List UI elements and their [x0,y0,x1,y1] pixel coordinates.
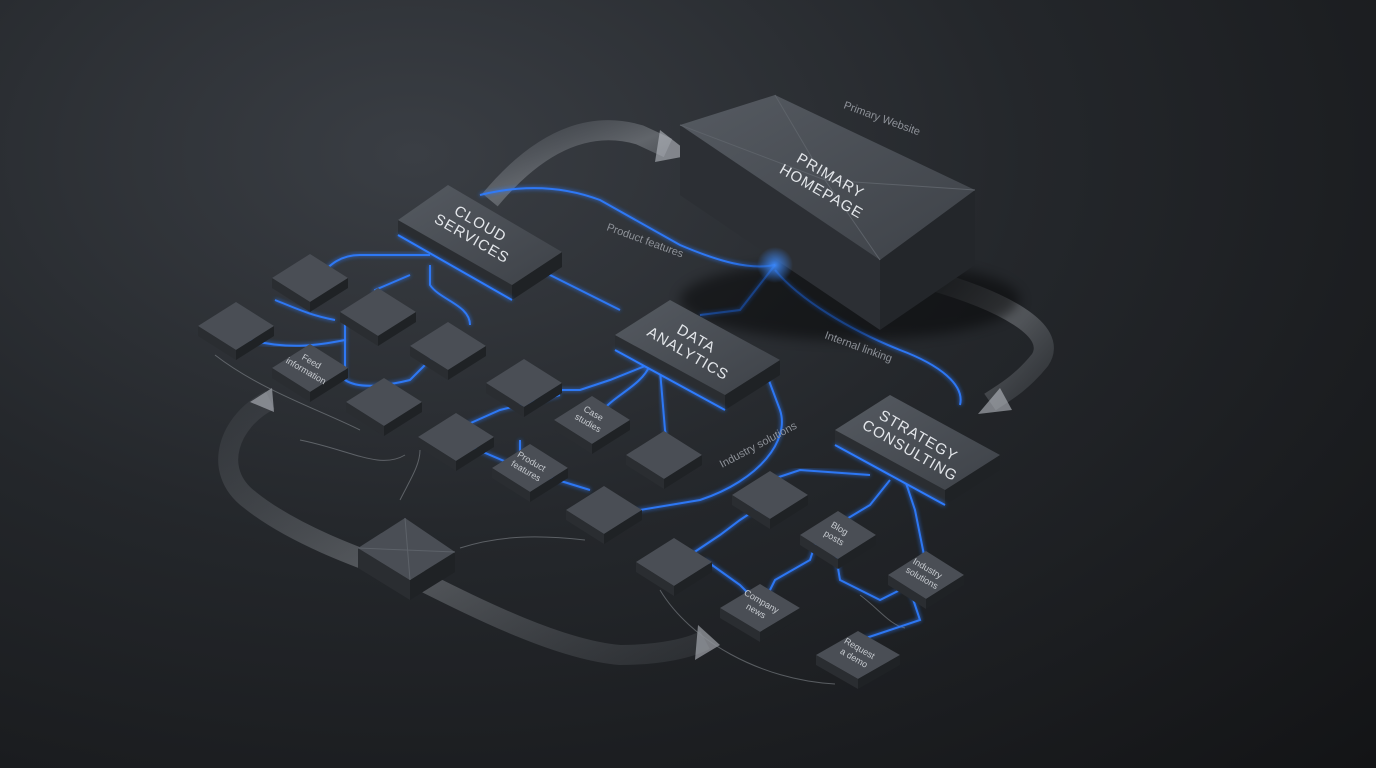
labeled-cubes: Feed information Case studies Product fe… [272,344,964,689]
cube [198,302,274,360]
flow-arrow-up-head [250,388,274,412]
cube [732,471,808,529]
cube [410,322,486,380]
data-analytics-block[interactable]: DATA ANALYTICS [614,300,780,411]
hub-node[interactable] [357,517,456,600]
feed-information-node[interactable]: Feed information [272,344,348,402]
flow-arrow-top [482,120,673,207]
flow-arrow-right-head [978,388,1012,414]
company-news-node[interactable]: Company news [720,584,800,642]
cube [272,254,348,312]
cube [636,538,712,596]
small-cubes [198,254,808,596]
cube [346,378,422,436]
product-features-node[interactable]: Product features [492,444,568,502]
annotation-industry-solutions: Industry solutions [718,420,800,471]
cube [626,431,702,489]
cube [340,288,416,346]
cube [418,413,494,471]
primary-homepage-block[interactable]: PRIMARY HOMEPAGE [679,94,1020,340]
industry-solutions-node[interactable]: Industry solutions [888,551,964,609]
strategy-consulting-block[interactable]: STRATEGY CONSULTING [834,395,1000,506]
case-studies-node[interactable]: Case studies [554,396,630,454]
flow-arrow-loop-head [695,625,720,660]
blog-posts-node[interactable]: Blog posts [800,511,876,569]
request-demo-node[interactable]: Request a demo [816,631,900,689]
cloud-services-block[interactable]: CLOUD SERVICES [397,185,562,301]
cube [486,359,562,417]
cube [566,486,642,544]
